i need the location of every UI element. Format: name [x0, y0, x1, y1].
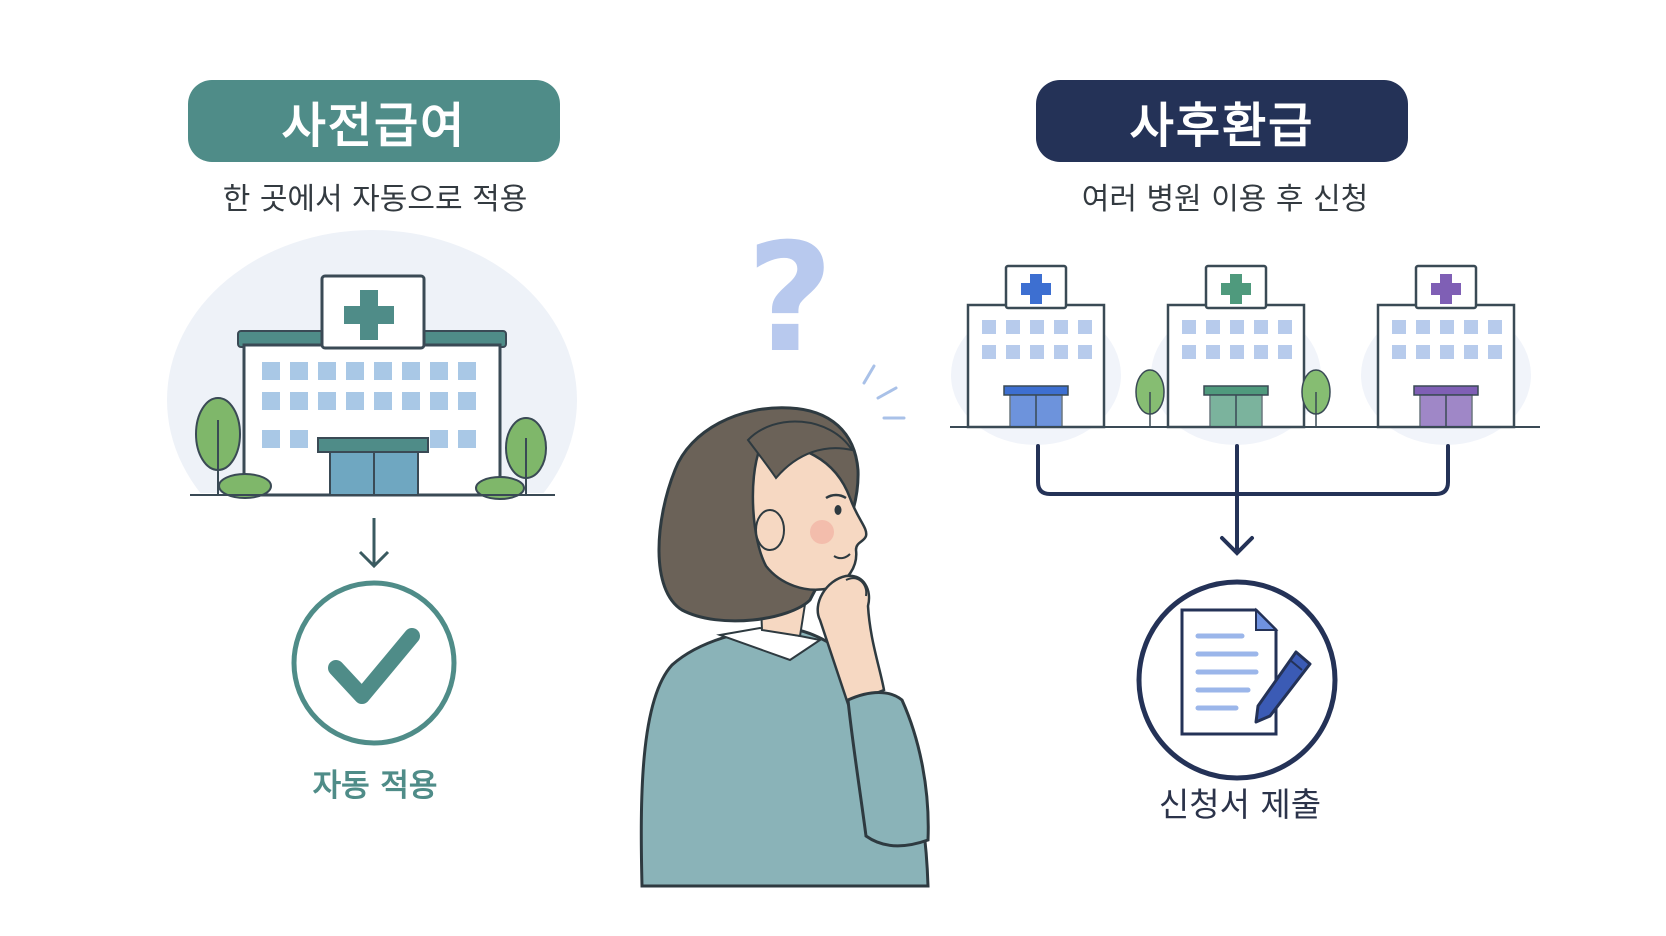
post-refund-title-badge: 사후환급	[1036, 80, 1408, 162]
thought-lines-icon	[862, 364, 906, 420]
tree-icon	[1135, 369, 1165, 427]
hospital-icon	[1361, 264, 1531, 445]
tree-icon	[475, 417, 547, 500]
merge-bracket-connector	[1036, 444, 1450, 556]
hospital-icon	[951, 264, 1121, 445]
medical-cross-icon	[344, 290, 394, 340]
pre-payment-title: 사전급여	[281, 98, 467, 154]
svg-text:?: ?	[746, 212, 833, 386]
medical-cross-icon	[1021, 274, 1051, 304]
application-document-icon	[1136, 579, 1338, 781]
down-arrow-icon	[358, 518, 390, 569]
question-mark-icon: ?	[746, 212, 833, 386]
post-refund-subtitle: 여러 병원 이용 후 신청	[1081, 182, 1369, 217]
thinking-person-illustration	[639, 406, 930, 888]
tree-icon	[195, 397, 272, 499]
hospital-icon	[1151, 264, 1321, 445]
check-circle-icon	[291, 580, 457, 746]
pre-payment-title-badge: 사전급여	[188, 80, 560, 162]
tree-icon	[1301, 369, 1331, 427]
medical-cross-icon	[1221, 274, 1251, 304]
right-hospitals-illustration	[950, 264, 1540, 445]
pen-icon	[1254, 650, 1312, 724]
submit-application-caption: 신청서 제출	[1158, 785, 1322, 824]
post-refund-title: 사후환급	[1129, 98, 1315, 154]
auto-apply-caption: 자동 적용	[312, 768, 438, 804]
pre-payment-subtitle: 한 곳에서 자동으로 적용	[222, 182, 528, 217]
medical-cross-icon	[1431, 274, 1461, 304]
